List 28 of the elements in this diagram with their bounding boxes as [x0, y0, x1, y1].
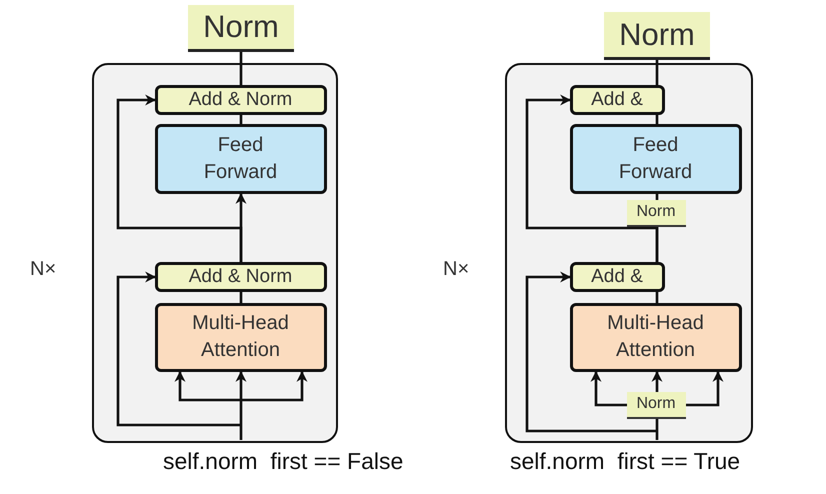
block-container: [92, 63, 338, 443]
caption: self.norm first == True: [510, 448, 740, 475]
arrow: [241, 370, 308, 402]
caption: self.norm first == False: [163, 448, 404, 475]
attention-box: Multi-Head Attention: [154, 302, 326, 372]
add-norm-box: Add & Norm: [154, 262, 326, 292]
repeat-count-label: N×: [30, 258, 56, 281]
block-container: [505, 63, 753, 443]
arrow: [590, 370, 627, 406]
add-norm-box: Add &: [570, 84, 664, 114]
norm-box: Norm: [626, 392, 686, 418]
norm-box: Norm: [626, 200, 686, 226]
arrow: [526, 272, 657, 432]
arrow: [236, 370, 246, 440]
norm-box: Norm: [604, 12, 710, 60]
arrow: [174, 370, 241, 402]
add-norm-box: Add &: [570, 262, 664, 292]
arrow: [652, 370, 662, 392]
repeat-count-label: N×: [443, 258, 470, 281]
norm-box: Norm: [188, 5, 294, 52]
attention-box: Multi-Head Attention: [570, 302, 742, 372]
arrow: [116, 272, 241, 426]
arrow: [686, 370, 724, 406]
feed-forward-box: Feed Forward: [154, 124, 326, 194]
arrow: [116, 94, 242, 262]
add-norm-box: Add & Norm: [154, 84, 326, 114]
arrow: [526, 94, 658, 262]
feed-forward-box: Feed Forward: [570, 124, 742, 194]
